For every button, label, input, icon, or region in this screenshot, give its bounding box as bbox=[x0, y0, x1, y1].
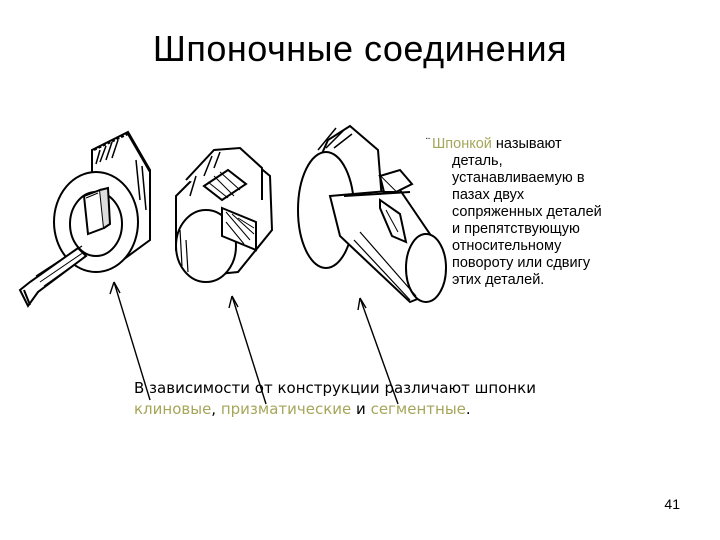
definition-first-line: Шпонкой называют bbox=[426, 136, 656, 153]
definition-line: повороту или сдвигу bbox=[452, 255, 591, 271]
page-number: 41 bbox=[664, 496, 680, 512]
segment-key-joint-figure bbox=[297, 124, 447, 304]
type-prismatic: призматические bbox=[220, 400, 352, 418]
definition-line: сопряженных деталей bbox=[452, 204, 602, 220]
definition-line: пазах двух bbox=[452, 187, 525, 203]
pointer-lines bbox=[109, 281, 399, 405]
types-list-line: клиновые, призматические и сегментные. bbox=[134, 399, 654, 420]
types-end: . bbox=[465, 400, 471, 418]
key-types-text: В зависимости от конструкции различают ш… bbox=[134, 378, 654, 420]
type-wedge: клиновые bbox=[134, 400, 212, 418]
definition-line: и препятствующую bbox=[452, 221, 580, 237]
type-segment: сегментные bbox=[370, 400, 466, 418]
page-title: Шпоночные соединения bbox=[152, 28, 568, 69]
definition-line: этих деталей. bbox=[452, 272, 545, 288]
wedge-key-joint-figure bbox=[18, 130, 151, 308]
term-key: Шпонкой bbox=[432, 136, 492, 152]
definition-line: относительному bbox=[452, 238, 562, 254]
key-definition: ¨ Шпонкой называют деталь, устанавливаем… bbox=[426, 135, 656, 289]
prismatic-key-joint-figure bbox=[175, 146, 274, 283]
definition-line: деталь, bbox=[452, 153, 503, 169]
types-separator: , bbox=[211, 400, 221, 418]
types-separator: и bbox=[351, 400, 371, 418]
types-intro-line: В зависимости от конструкции различают ш… bbox=[134, 379, 536, 397]
definition-first-line-rest: называют bbox=[491, 136, 562, 152]
definition-line: устанавливаемую в bbox=[452, 170, 585, 186]
bullet-marker: ¨ bbox=[426, 135, 430, 149]
